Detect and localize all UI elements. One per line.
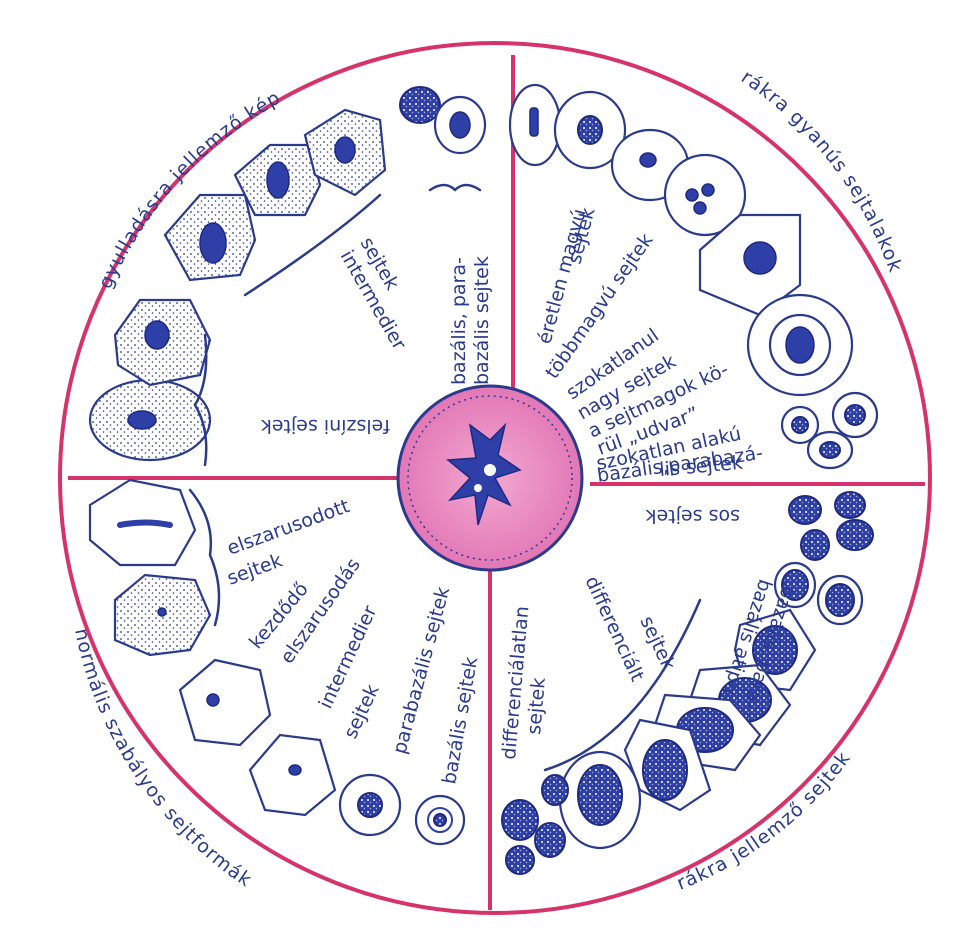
text-parabasal: parabazális sejtek xyxy=(389,584,455,756)
center-cell-cluster xyxy=(396,384,584,572)
cancer-cells xyxy=(501,491,874,875)
brace-surface xyxy=(193,333,208,467)
text-basal-2: bazális sejtek xyxy=(471,256,493,385)
brace-intermediate xyxy=(243,193,382,297)
brace-keratinized xyxy=(188,488,221,627)
text-keratinized-1: elszarusodott xyxy=(224,495,352,560)
brace-differentiated xyxy=(543,598,702,772)
outer-ring xyxy=(58,41,932,915)
text-surface: felszíni sejtek xyxy=(261,415,390,437)
text-basal: bazális sejtek xyxy=(438,655,482,786)
normal-cells xyxy=(88,478,466,846)
text-intermediate-n-2: sejtek xyxy=(340,681,384,742)
brace-basal xyxy=(428,183,482,192)
text-undiff-2: sejtek xyxy=(523,677,550,736)
suspicious-cells xyxy=(508,83,879,470)
text-basal-1: bazális, para- xyxy=(448,257,470,385)
text-atypical-3: sos sejtek xyxy=(646,505,740,527)
text-differentiated-1: differenciált xyxy=(580,573,648,685)
inflammation-cells xyxy=(88,86,487,462)
